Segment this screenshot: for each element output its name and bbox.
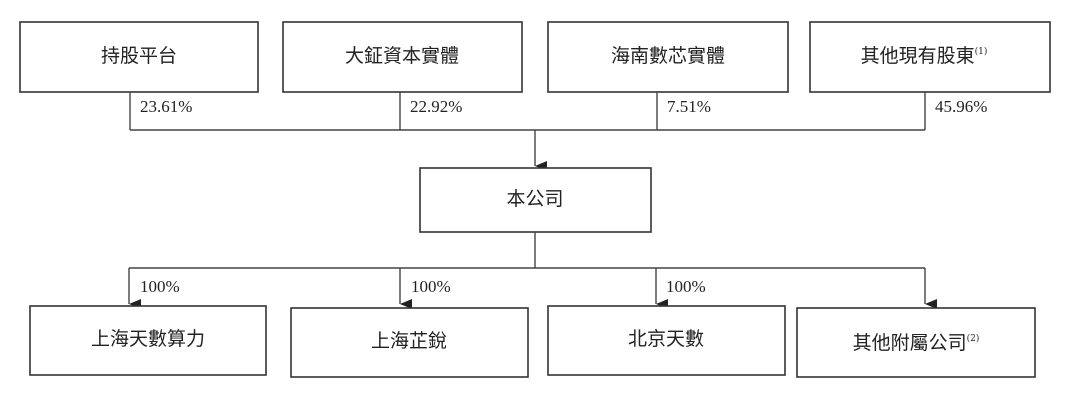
company-name: 本公司 (506, 188, 563, 210)
shareholder-name: 海南數芯實體 (611, 45, 725, 67)
footnote-marker: (1) (975, 46, 988, 57)
subsidiary-name: 上海芷銳 (371, 330, 447, 352)
subsidiary-box: 北京天數 (547, 305, 786, 376)
subsidiary-box: 上海天數算力 (29, 305, 267, 376)
subsidiary-box: 其他附屬公司(2) (796, 307, 1036, 378)
shareholding-percent: 100% (411, 277, 451, 296)
shareholder-name: 持股平台 (101, 45, 177, 67)
subsidiary-box: 上海芷銳 (290, 307, 529, 378)
shareholding-percent: 22.92% (410, 97, 462, 116)
subsidiary-name: 其他附屬公司 (853, 332, 967, 354)
shareholding-percent: 100% (140, 277, 180, 296)
svg-text:其他附屬公司(2): 其他附屬公司(2) (853, 332, 980, 354)
shareholding-percent: 7.51% (667, 97, 711, 116)
shareholder-box: 海南數芯實體 (547, 21, 789, 93)
subsidiary-name: 北京天數 (628, 328, 704, 350)
shareholder-name: 其他現有股東 (861, 45, 975, 67)
shareholding-percent: 23.61% (140, 97, 192, 116)
shareholding-percent: 100% (666, 277, 706, 296)
shareholder-box: 其他現有股東(1) (809, 21, 1051, 93)
shareholder-name: 大鉦資本實體 (345, 45, 459, 67)
shareholding-percent: 45.96% (935, 97, 987, 116)
footnote-marker: (2) (967, 333, 980, 344)
shareholder-box: 持股平台 (19, 21, 259, 93)
shareholder-box: 大鉦資本實體 (282, 21, 523, 93)
company-box: 本公司 (419, 167, 652, 233)
subsidiary-connector (129, 232, 925, 269)
shareholder-connector (129, 92, 926, 131)
svg-text:其他現有股東(1): 其他現有股東(1) (861, 45, 988, 67)
subsidiary-name: 上海天數算力 (91, 328, 205, 350)
